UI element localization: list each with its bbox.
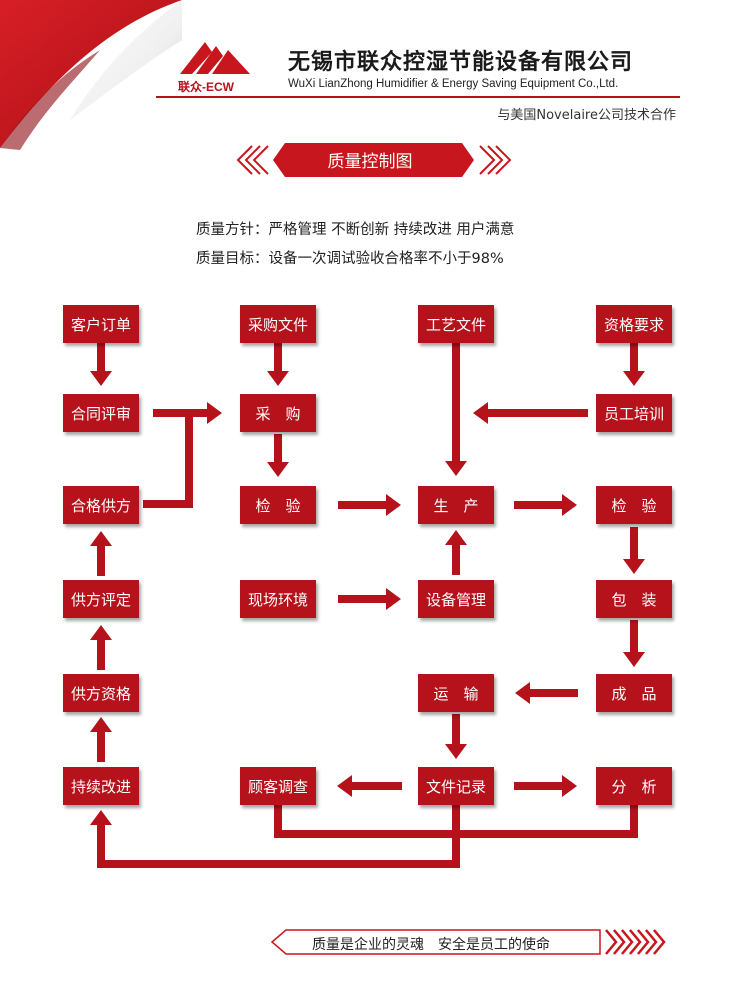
logo-text: 联众-ECW — [178, 80, 234, 94]
node-production: 生 产 — [418, 486, 494, 524]
node-purchase: 采 购 — [240, 394, 316, 432]
quality-policy: 质量方针：严格管理 不断创新 持续改进 用户满意 — [196, 222, 515, 238]
corner-curl-white — [70, 0, 182, 120]
node-qualified-supplier: 合格供方 — [63, 486, 139, 524]
node-inspection-incoming: 检 验 — [240, 486, 316, 524]
node-purchase-doc: 采购文件 — [240, 305, 316, 343]
node-inspection-final: 检 验 — [596, 486, 672, 524]
node-equipment-mgmt: 设备管理 — [418, 580, 494, 618]
node-customer-order: 客户订单 — [63, 305, 139, 343]
footer-banner — [270, 929, 666, 955]
node-qualification-req: 资格要求 — [596, 305, 672, 343]
node-contract-review: 合同评审 — [63, 394, 139, 432]
page-title: 质量控制图 — [327, 152, 413, 172]
corner-curl-red — [0, 0, 182, 148]
node-supplier-evaluation: 供方评定 — [63, 580, 139, 618]
logo-icon — [180, 42, 250, 74]
node-customer-survey: 顾客调查 — [240, 767, 316, 805]
node-packaging: 包 装 — [596, 580, 672, 618]
node-staff-training: 员工培训 — [596, 394, 672, 432]
node-analysis: 分 析 — [596, 767, 672, 805]
quality-objective: 质量目标：设备一次调试验收合格率不小于98% — [196, 251, 504, 267]
flow-connectors — [90, 343, 645, 868]
company-name-en: WuXi LianZhong Humidifier & Energy Savin… — [288, 78, 619, 90]
company-name-cn: 无锡市联众控湿节能设备有限公司 — [288, 50, 634, 75]
title-banner — [236, 143, 512, 177]
node-continuous-improvement: 持续改进 — [63, 767, 139, 805]
node-supplier-qualification: 供方资格 — [63, 674, 139, 712]
node-document-record: 文件记录 — [418, 767, 494, 805]
partner-note: 与美国Novelaire公司技术合作 — [497, 108, 676, 123]
node-site-environment: 现场环境 — [240, 580, 316, 618]
node-transport: 运 输 — [418, 674, 494, 712]
footer-slogan: 质量是企业的灵魂 安全是员工的使命 — [312, 937, 550, 953]
node-finished-product: 成 品 — [596, 674, 672, 712]
node-process-doc: 工艺文件 — [418, 305, 494, 343]
